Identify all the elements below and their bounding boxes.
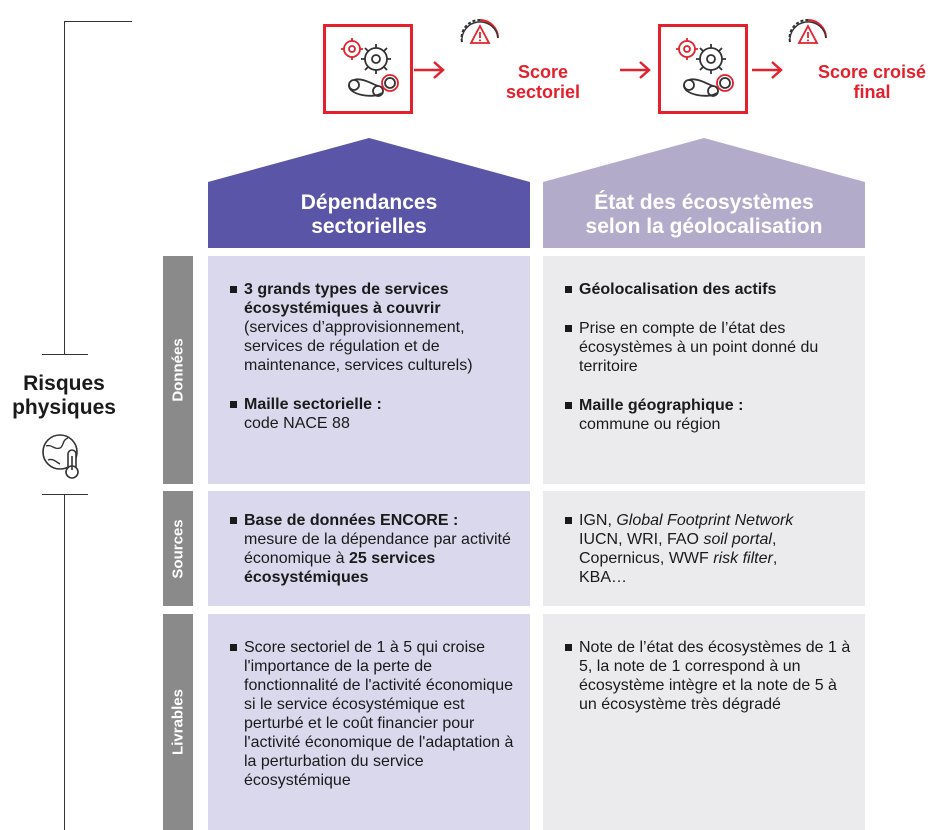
tab-sources-label: Sources [169, 518, 187, 579]
score-sectoriel-line1: Score [517, 62, 569, 82]
bracket-top-horizontal [64, 21, 132, 22]
list-item: Score sectoriel de 1 à 5 qui croise l'im… [230, 638, 516, 790]
gauge-warning-icon [786, 8, 830, 52]
globe-thermometer-icon [38, 428, 90, 480]
sources-right-c-italic: risk filter [713, 550, 773, 567]
bracket-upper-tick [42, 354, 88, 355]
list-item: Maille géographique : commune ou région [565, 396, 851, 434]
sources-right-a: IGN, [579, 512, 612, 529]
donnees-right-item1-bold: Géolocalisation des actifs [579, 281, 777, 298]
header-left-shape [208, 138, 530, 248]
score-sectoriel-label: Score sectoriel [482, 62, 604, 102]
sources-left-bold: Base de données ENCORE : [244, 512, 459, 529]
risk-label: Risques physiques [0, 372, 128, 420]
donnees-left-item2-bold: Maille sectorielle : [244, 396, 382, 413]
livrables-right-text: Note de l’état des écosystèmes de 1 à 5,… [579, 639, 851, 713]
header-right-title: État des écosystèmes selon la géolocalis… [543, 182, 865, 248]
gauge-warning-icon [458, 8, 502, 52]
header-left-line2: sectorielles [311, 215, 427, 238]
list-item: Maille sectorielle : code NACE 88 [230, 395, 516, 433]
donnees-left-cell: 3 grands types de services écosystémique… [208, 256, 530, 484]
donnees-left-item1-bold: 3 grands types de services écosystémique… [244, 281, 449, 317]
donnees-right-item3-bold: Maille géographique : [579, 397, 744, 414]
sources-right-cell: IGN, Global Footprint Network IUCN, WRI,… [543, 491, 865, 606]
bracket-upper-vertical [64, 21, 65, 354]
header-left-title: Dépendances sectorielles [208, 182, 530, 248]
list-item: Base de données ENCORE : mesure de la dé… [230, 511, 516, 587]
sources-right-b-italic: soil portal [703, 531, 772, 548]
header-left-line1: Dépendances [300, 191, 438, 214]
livrables-right-cell: Note de l’état des écosystèmes de 1 à 5,… [543, 614, 865, 830]
donnees-right-cell: Géolocalisation des actifs Prise en comp… [543, 256, 865, 484]
list-item: Prise en compte de l’état des écosystème… [565, 319, 851, 376]
sources-right-b: IUCN, WRI, FAO [579, 531, 699, 548]
score-final-line2: final [853, 82, 891, 102]
list-item: Note de l’état des écosystèmes de 1 à 5,… [565, 638, 851, 714]
tab-livrables: Livrables [163, 614, 193, 830]
arrow-right-icon [752, 60, 784, 80]
sources-right-c-end: , [772, 550, 778, 567]
arrow-right-icon [414, 60, 446, 80]
tab-donnees-label: Données [169, 338, 187, 402]
sector-process-box [323, 24, 413, 114]
sources-left-text: mesure de la dépendance par activité éco… [244, 531, 511, 567]
donnees-right-item2-text: Prise en compte de l’état des écosystème… [579, 320, 819, 375]
gears-icon [676, 38, 734, 97]
sources-left-bold2: 25 services écosystémiques [244, 550, 436, 586]
sources-left-cell: Base de données ENCORE : mesure de la dé… [208, 491, 530, 606]
risk-label-line1: Risques [23, 372, 105, 395]
arrow-right-icon [620, 60, 652, 80]
header-right-line1: État des écosystèmes [594, 191, 814, 214]
sources-right-d: KBA… [579, 569, 628, 586]
tab-donnees: Données [163, 256, 193, 484]
sources-right-a-italic: Global Footprint Network [616, 512, 794, 529]
list-item: Géolocalisation des actifs [565, 280, 851, 299]
score-sectoriel-line2: sectoriel [505, 82, 581, 102]
sources-right-b-end: , [771, 531, 777, 548]
risk-label-line2: physiques [12, 396, 116, 419]
livrables-left-cell: Score sectoriel de 1 à 5 qui croise l'im… [208, 614, 530, 830]
bracket-lower-vertical [64, 494, 65, 830]
list-item: 3 grands types de services écosystémique… [230, 280, 516, 375]
header-right-line2: selon la géolocalisation [585, 215, 823, 238]
livrables-left-text: Score sectoriel de 1 à 5 qui croise l'im… [244, 639, 514, 789]
crossed-process-box [658, 24, 748, 114]
donnees-left-item2-text: code NACE 88 [244, 415, 350, 432]
sources-right-c: Copernicus, WWF [579, 550, 709, 567]
donnees-left-item1-text: (services d’approvisionnement, services … [244, 319, 473, 374]
gears-icon [341, 38, 399, 97]
tab-livrables-label: Livrables [169, 689, 187, 755]
header-right-shape [543, 138, 865, 248]
donnees-right-item3-text: commune ou région [579, 416, 721, 433]
list-item: IGN, Global Footprint Network IUCN, WRI,… [565, 511, 851, 587]
score-final-line1: Score croisé [817, 62, 927, 82]
tab-sources: Sources [163, 491, 193, 606]
score-final-label: Score croisé final [800, 62, 944, 102]
bracket-lower-tick [42, 494, 88, 495]
